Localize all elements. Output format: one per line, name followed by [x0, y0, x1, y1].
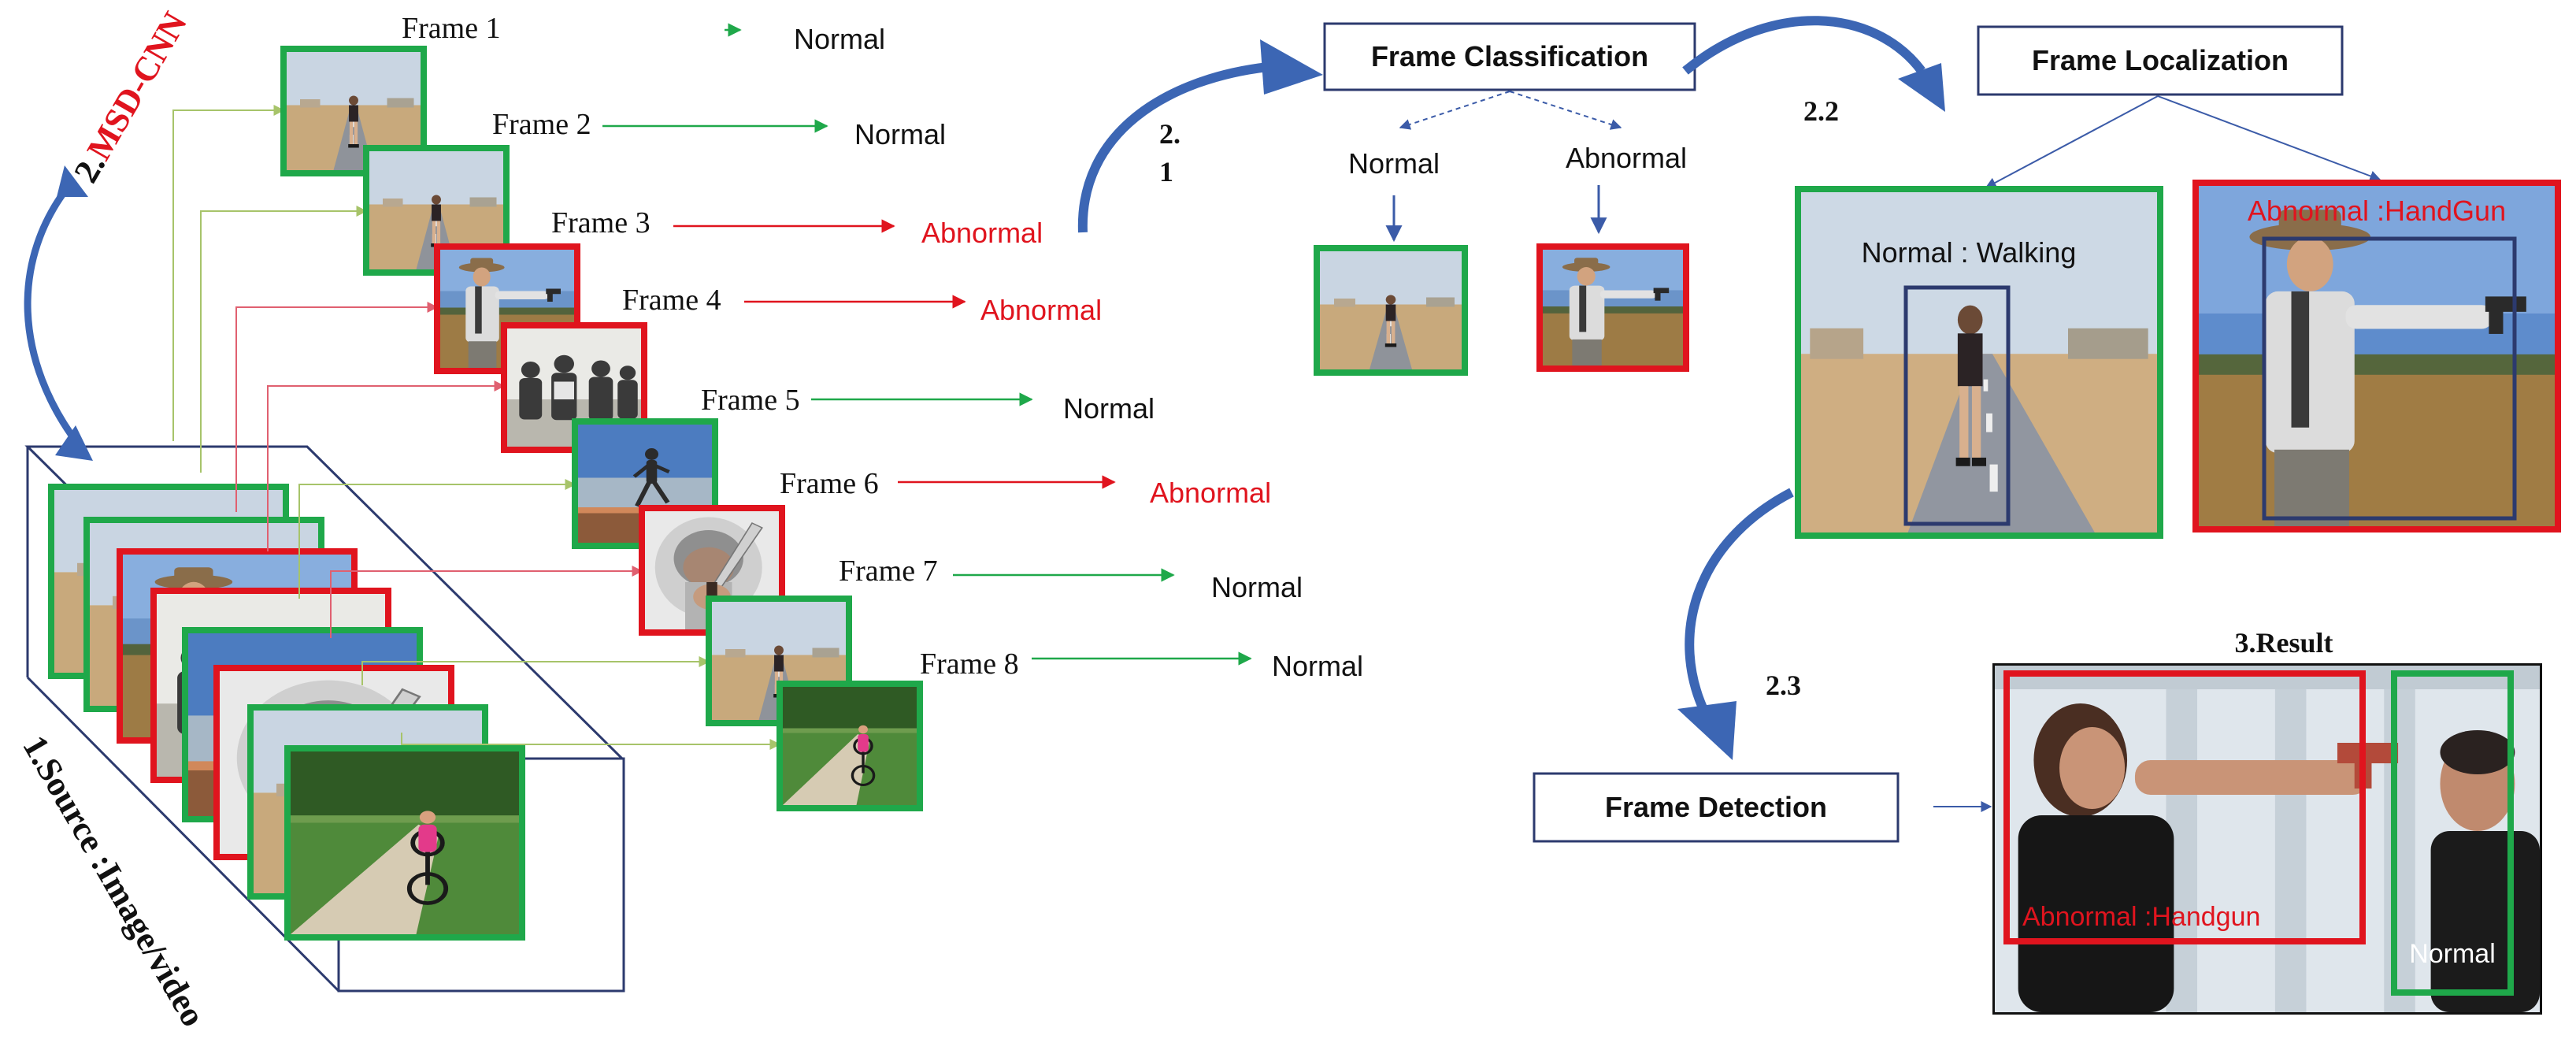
frame-6-result: Abnormal	[1150, 477, 1271, 509]
connector-7	[361, 656, 710, 685]
result-abnormal-label: Abnormal :Handgun	[2022, 902, 2260, 932]
classification-split-right	[1509, 91, 1622, 130]
result-normal-bbox	[2391, 670, 2514, 996]
frame-5-result: Normal	[1063, 392, 1155, 425]
classification-abnormal-label: Abnormal	[1566, 142, 1687, 174]
frame-5-label: Frame 5	[701, 384, 800, 417]
result-abnormal-bbox	[2003, 670, 2366, 944]
frame-3-label: Frame 3	[551, 206, 650, 239]
step-2-1-curve	[1077, 62, 1269, 233]
detection-section: Frame Detection	[1533, 772, 1992, 843]
classification-normal-label: Normal	[1348, 147, 1440, 180]
localization-abnormal-caption: Abnormal :HandGun	[2248, 195, 2506, 227]
step-2-1-label-line2: 1	[1159, 156, 1173, 187]
frame-connectors	[172, 105, 781, 750]
model-curve-arrow	[24, 179, 82, 447]
connector-2	[200, 206, 368, 473]
frame-8-label: Frame 8	[920, 648, 1019, 681]
frame-6-label: Frame 6	[780, 467, 879, 500]
detection-box	[1533, 772, 1900, 843]
stack-frame-8-image	[291, 751, 519, 934]
frame-8-result: Normal	[1272, 650, 1363, 682]
frame-1-result: Normal	[794, 23, 885, 55]
classification-section: Frame Classification Normal Abnormal	[1314, 22, 1696, 376]
localization-section: Frame Localization Normal : Walking Abno…	[1795, 25, 2561, 539]
connector-1	[172, 105, 285, 441]
localization-normal-bbox	[1903, 285, 2011, 526]
localization-title: Frame Localization	[2032, 44, 2289, 76]
step-2-1-label-line1: 2.	[1159, 118, 1181, 150]
step-2-3-label: 2.3	[1766, 670, 1801, 701]
localization-split-left	[1985, 95, 2159, 188]
frame-8-image	[783, 687, 917, 805]
step-2-1-arrow-head	[1260, 39, 1323, 95]
connector-4	[267, 380, 506, 551]
classification-normal-thumb	[1320, 251, 1462, 369]
connector-6	[330, 566, 643, 638]
frame-4-label: Frame 4	[622, 284, 721, 317]
frame-2-result: Normal	[854, 118, 946, 150]
frame-1-label: Frame 1	[402, 12, 501, 45]
localization-box	[1977, 25, 2344, 96]
model-label-name: MSD-CNN	[80, 6, 195, 167]
step-2-2-arrow-head	[1898, 63, 1945, 112]
classification-title: Frame Classification	[1371, 40, 1648, 72]
classification-split-left	[1399, 91, 1510, 130]
classification-box	[1323, 22, 1696, 91]
result-title: 3.Result	[2235, 627, 2333, 659]
localization-normal-caption: Normal : Walking	[1862, 236, 2077, 269]
step-2-2-label: 2.2	[1803, 95, 1839, 127]
frame-2-label: Frame 2	[492, 108, 591, 141]
frame-3-result: Abnormal	[921, 217, 1043, 249]
model-curve-arrow-head-top	[57, 165, 88, 197]
connector-3	[235, 302, 439, 512]
localization-abnormal-bbox	[2262, 236, 2517, 521]
video-stack	[24, 445, 625, 993]
step-2-3-curve	[1685, 488, 1794, 715]
frame-7-result: Normal	[1211, 571, 1303, 603]
classification-abnormal-thumb	[1543, 250, 1683, 366]
connector-8	[401, 733, 781, 750]
result-normal-label: Normal	[2409, 939, 2496, 969]
detection-title: Frame Detection	[1605, 791, 1827, 823]
model-curve-arrow-head-bottom	[55, 425, 93, 461]
result-section: 3.Result Abnormal :Handgun Normal	[1992, 627, 2542, 1015]
frame-7-label: Frame 7	[839, 555, 938, 588]
step-2-2-curve	[1682, 16, 1926, 75]
step-2-3-arrow-head	[1677, 701, 1736, 760]
frame-4-result: Abnormal	[980, 294, 1102, 326]
model-label: 2.MSD-CNN	[66, 6, 195, 189]
stack-frames	[48, 484, 525, 941]
connector-5	[298, 479, 576, 599]
localization-split-right	[2157, 95, 2381, 182]
